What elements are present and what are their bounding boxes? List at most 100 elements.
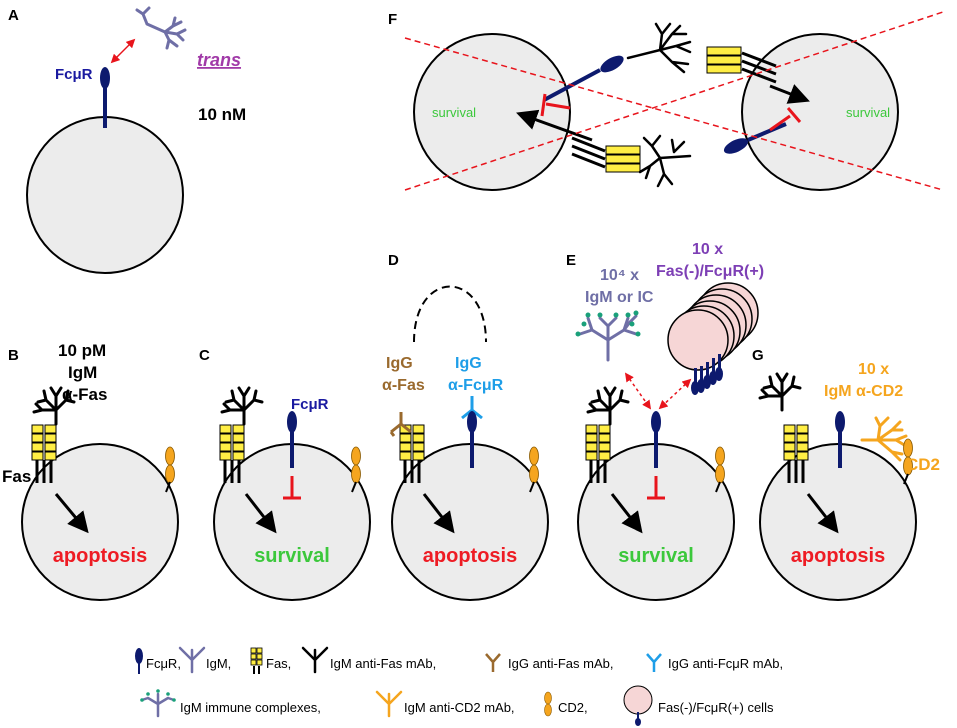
- panel-b: B 10 pM IgM α-Fas Fas apoptosis: [2, 341, 179, 601]
- panel-g-igm-anti-cd2: [860, 416, 908, 462]
- panel-f-right-arrow: [769, 84, 810, 104]
- panel-e-fas-neg-cells: [667, 282, 759, 395]
- panel-d-igg-fas-line1: IgG: [386, 355, 413, 372]
- panel-a-binding-arrow: [110, 38, 136, 64]
- panel-e-signal-arrow: [610, 493, 643, 534]
- panel-a-fcmr-label: FcμR: [55, 66, 93, 83]
- panel-c-signal-arrow: [244, 493, 277, 534]
- panel-f-left-inhibition: [540, 93, 571, 117]
- panel-b-outcome: apoptosis: [53, 545, 147, 567]
- legend-igm-text: IgM,: [206, 656, 231, 671]
- panel-b-conc-line3: α-Fas: [62, 385, 107, 404]
- legend-igm-anti-cd2-text: IgM anti-CD2 mAb,: [404, 700, 515, 715]
- panel-e-fas: [584, 423, 612, 485]
- panel-g-igm-anti-fas: [758, 372, 802, 412]
- panel-f-left-survival: survival: [432, 105, 476, 120]
- panel-f-right-survival: survival: [846, 105, 890, 120]
- panel-f-letter: F: [388, 11, 397, 28]
- panel-d-dashed-link: [413, 285, 487, 343]
- panel-c-fcmr-label: FcμR: [291, 396, 329, 413]
- panel-e-igm-anti-fas: [586, 386, 630, 426]
- panel-g-cd2-line1: 10 x: [858, 361, 889, 378]
- panel-e: E 10⁴ x IgM or IC 10 x Fas(-)/FcμR(+): [566, 241, 764, 601]
- legend-fcmr-text: FcμR,: [146, 656, 181, 671]
- panel-d-igg-fas-line2: α-Fas: [382, 377, 425, 394]
- legend-igm-anti-fas-icon: [301, 646, 329, 674]
- panel-e-immune-complexes: [575, 310, 641, 362]
- panel-f-bottom-igm-anti-fas: [638, 134, 692, 188]
- panel-a-concentration: 10 nM: [198, 105, 246, 124]
- panel-c-fas: [218, 423, 246, 485]
- panel-d-letter: D: [388, 252, 399, 269]
- panel-e-outcome: survival: [618, 545, 694, 567]
- legend-igg-anti-fas-text: IgG anti-Fas mAb,: [508, 656, 613, 671]
- legend-igm-icon: [178, 646, 206, 674]
- legend-igm-ic-icon: [140, 689, 176, 718]
- panel-d-igg-fcmr-line1: IgG: [455, 355, 482, 372]
- legend: FcμR, IgM, Fas, IgM anti-Fas mAb, IgG an…: [135, 646, 783, 726]
- legend-igg-anti-fcmr-text: IgG anti-FcμR mAb,: [668, 656, 783, 671]
- panel-a-cell: [26, 116, 184, 274]
- panel-b-conc-line1: 10 pM: [58, 341, 106, 360]
- panel-f-right-cell: [741, 33, 899, 191]
- legend-igm-anti-cd2-icon: [375, 690, 403, 718]
- panel-g-fas: [782, 423, 810, 485]
- panel-g: G 10 x IgM α-CD2 CD2 apoptosis: [752, 347, 940, 601]
- panel-c-igm-anti-fas: [220, 386, 264, 426]
- panel-g-outcome: apoptosis: [791, 545, 885, 567]
- panel-c-outcome: survival: [254, 545, 330, 567]
- legend-igm-ic-text: IgM immune complexes,: [180, 700, 321, 715]
- legend-cd2-text: CD2,: [558, 700, 588, 715]
- panel-a-trans-label: trans: [197, 50, 241, 70]
- panel-b-fas: [30, 423, 58, 485]
- panel-b-fas-label: Fas: [2, 467, 31, 486]
- panel-f-right-inhibition: [769, 107, 802, 132]
- panel-c-letter: C: [199, 347, 210, 364]
- panel-g-signal-arrow: [806, 493, 839, 534]
- panel-d-fas: [398, 423, 426, 485]
- panel-g-letter: G: [752, 347, 764, 364]
- panel-b-igm-anti-fas: [32, 386, 76, 426]
- panel-e-ic-line2: IgM or IC: [585, 289, 654, 306]
- legend-fcmr-icon: [135, 648, 143, 674]
- panel-d-igg-anti-fas: [389, 412, 412, 437]
- panel-b-cell: [21, 443, 179, 601]
- panel-d-outcome: apoptosis: [423, 545, 517, 567]
- panel-d-igg-anti-fcmr: [461, 396, 483, 420]
- panel-e-ic-line1: 10⁴ x: [600, 267, 639, 284]
- panel-c: C FcμR survival: [199, 347, 371, 601]
- legend-fas-icon: [250, 647, 263, 674]
- panel-e-letter: E: [566, 252, 576, 269]
- panel-a-igm-icon: [135, 6, 187, 50]
- panel-b-conc-line2: IgM: [68, 363, 97, 382]
- panel-d-igg-fcmr-line2: α-FcμR: [448, 377, 504, 394]
- panel-f: F survival survival: [388, 11, 944, 191]
- panel-g-cd2-label: CD2: [906, 455, 940, 474]
- panel-e-ic-binding-arrow: [624, 372, 652, 410]
- legend-fas-neg-cell-icon: [623, 685, 653, 726]
- panel-b-letter: B: [8, 347, 19, 364]
- panel-a-fcmr-receptor: [100, 67, 110, 128]
- panel-d-signal-arrow: [422, 493, 455, 534]
- panel-f-cross-line-2: [404, 11, 944, 191]
- panel-a-letter: A: [8, 7, 19, 24]
- legend-fas-neg-cells-text: Fas(-)/FcμR(+) cells: [658, 700, 774, 715]
- panel-e-cell-binding-arrow: [658, 378, 692, 410]
- panel-f-cross-line-1: [404, 37, 944, 191]
- panel-a: A FcμR trans 10 nM: [8, 6, 246, 274]
- panel-f-top-igm-anti-fas: [626, 22, 692, 74]
- legend-igg-anti-fcmr-icon: [646, 653, 662, 672]
- panel-b-signal-arrow: [54, 493, 89, 534]
- panel-e-cells-line1: 10 x: [692, 241, 723, 258]
- panel-f-left-arrow: [516, 109, 593, 142]
- panel-d: D IgG α-Fas IgG α-FcμR apoptosis: [382, 252, 549, 601]
- legend-igm-anti-fas-text: IgM anti-Fas mAb,: [330, 656, 436, 671]
- legend-igg-anti-fas-icon: [485, 653, 501, 672]
- legend-cd2-icon: [544, 691, 552, 717]
- panel-f-bottom-fas: [571, 136, 641, 173]
- panel-f-top-fas: [706, 46, 777, 84]
- legend-fas-text: Fas,: [266, 656, 291, 671]
- panel-g-cd2-line2: IgM α-CD2: [824, 383, 903, 400]
- panel-e-cells-line2: Fas(-)/FcμR(+): [656, 263, 764, 280]
